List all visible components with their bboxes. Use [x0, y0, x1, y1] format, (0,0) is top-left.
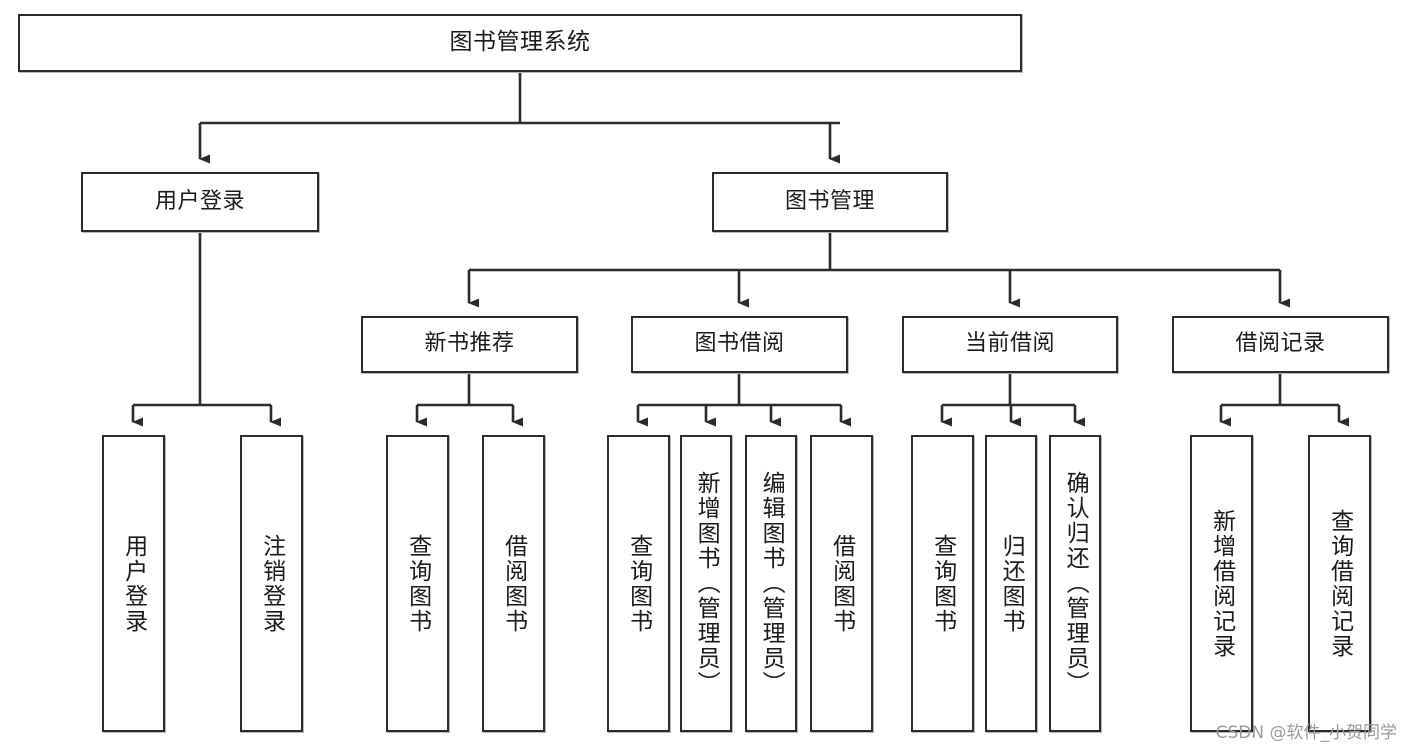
node-current-borrow-label: 当前借阅: [964, 331, 1055, 357]
node-new-book-recommend[interactable]: 新书推荐: [361, 316, 578, 373]
node-new-book-recommend-label: 新书推荐: [424, 331, 515, 357]
node-user-login-label: 用户登录: [154, 188, 245, 214]
node-book-borrow-label: 图书借阅: [694, 331, 785, 357]
node-leaf-query-book-1[interactable]: 查询图书: [386, 435, 449, 732]
node-leaf-borrow-book-1[interactable]: 借阅图书: [482, 435, 545, 732]
node-user-login[interactable]: 用户登录: [81, 172, 319, 232]
node-leaf-query-book-2-label: 查询图书: [625, 533, 652, 634]
node-leaf-logout-login-label: 注销登录: [258, 533, 285, 634]
node-root-label: 图书管理系统: [449, 29, 591, 56]
node-leaf-return-book[interactable]: 归还图书: [985, 435, 1037, 732]
node-leaf-add-book-admin-label: 新增图书（管理员）: [693, 471, 720, 696]
node-leaf-add-borrow-record-label: 新增借阅记录: [1208, 508, 1235, 659]
node-leaf-query-borrow-record[interactable]: 查询借阅记录: [1308, 435, 1371, 732]
node-leaf-user-login[interactable]: 用户登录: [102, 435, 165, 732]
node-leaf-query-book-3[interactable]: 查询图书: [911, 435, 974, 732]
node-leaf-query-book-3-label: 查询图书: [929, 533, 956, 634]
node-borrow-record-label: 借阅记录: [1235, 331, 1326, 357]
node-book-borrow[interactable]: 图书借阅: [631, 316, 848, 373]
node-book-manage-label: 图书管理: [784, 188, 875, 214]
csdn-watermark: CSDN @软件_小贺同学: [1215, 723, 1397, 743]
node-book-manage[interactable]: 图书管理: [712, 172, 948, 232]
node-current-borrow[interactable]: 当前借阅: [902, 316, 1118, 373]
node-leaf-return-book-label: 归还图书: [998, 533, 1025, 634]
node-leaf-query-book-1-label: 查询图书: [404, 533, 431, 634]
node-leaf-add-borrow-record[interactable]: 新增借阅记录: [1190, 435, 1253, 732]
node-root[interactable]: 图书管理系统: [18, 14, 1022, 72]
node-borrow-record[interactable]: 借阅记录: [1172, 316, 1389, 373]
node-leaf-borrow-book-2-label: 借阅图书: [828, 533, 855, 634]
node-leaf-borrow-book-2[interactable]: 借阅图书: [810, 435, 873, 732]
node-leaf-confirm-return[interactable]: 确认归还（管理员）: [1049, 435, 1101, 732]
node-leaf-confirm-return-label: 确认归还（管理员）: [1062, 471, 1089, 696]
node-leaf-query-borrow-record-label: 查询借阅记录: [1326, 508, 1353, 659]
node-leaf-edit-book-admin-label: 编辑图书（管理员）: [758, 471, 785, 696]
node-leaf-add-book-admin[interactable]: 新增图书（管理员）: [680, 435, 732, 732]
node-leaf-user-login-label: 用户登录: [120, 533, 147, 634]
node-leaf-logout-login[interactable]: 注销登录: [240, 435, 303, 732]
node-leaf-edit-book-admin[interactable]: 编辑图书（管理员）: [745, 435, 797, 732]
node-leaf-borrow-book-1-label: 借阅图书: [500, 533, 527, 634]
node-leaf-query-book-2[interactable]: 查询图书: [607, 435, 670, 732]
